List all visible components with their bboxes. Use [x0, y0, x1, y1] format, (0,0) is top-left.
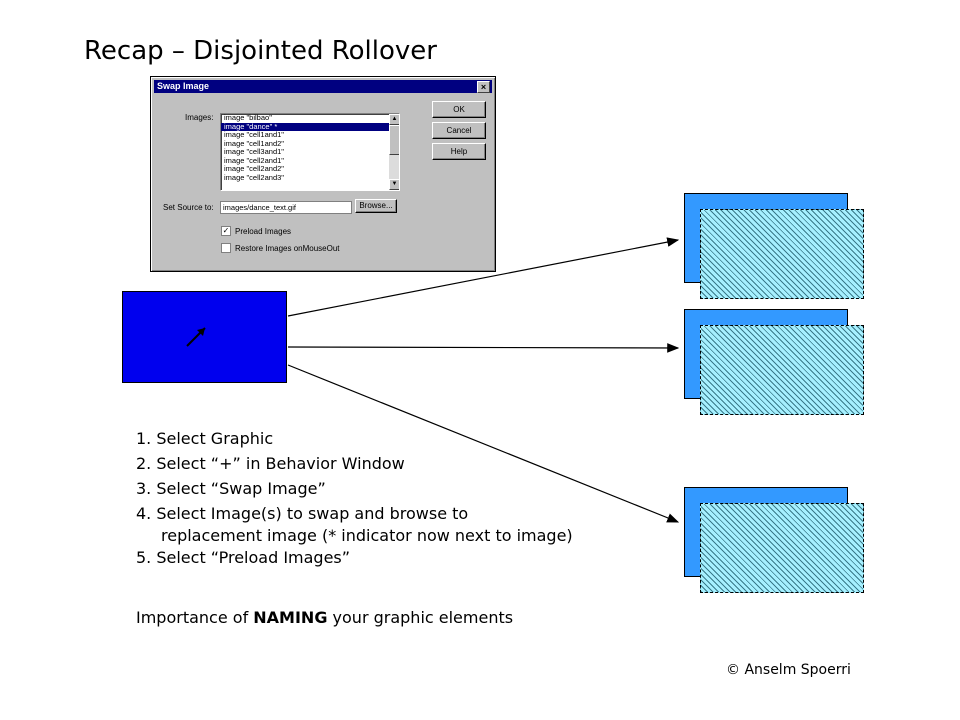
step-item: 4. Select Image(s) to swap and browse to… — [136, 501, 573, 545]
importance-note: Importance of NAMING your graphic elemen… — [136, 608, 513, 627]
slide-title: Recap – Disjointed Rollover — [84, 36, 437, 66]
step-item: 5. Select “Preload Images” — [136, 548, 351, 567]
step-item: 1. Select Graphic — [136, 429, 274, 448]
importance-emphasis: NAMING — [253, 608, 328, 627]
copyright: © Anselm Spoerri — [726, 662, 851, 678]
step-item: 2. Select “+” in Behavior Window — [136, 454, 405, 473]
swapped-image-2 — [700, 325, 864, 415]
importance-prefix: Importance of — [136, 608, 254, 627]
preload-checkbox[interactable]: ✓ — [221, 226, 231, 236]
list-item[interactable]: image "cell2and1" — [224, 155, 284, 165]
cancel-button[interactable]: Cancel — [432, 122, 486, 139]
arrow-to-target-1 — [287, 237, 680, 317]
images-label: Images: — [185, 113, 214, 122]
step-continuation: replacement image (* indicator now next … — [161, 526, 573, 545]
preload-label: Preload Images — [235, 227, 292, 236]
scroll-thumb[interactable] — [389, 125, 399, 155]
list-item[interactable]: image "cell2and3" — [224, 172, 284, 182]
list-scrollbar[interactable]: ▲ ▼ — [389, 114, 399, 190]
swapped-image-1 — [700, 209, 864, 299]
ok-button[interactable]: OK — [432, 101, 486, 118]
images-listbox[interactable]: image "bilbao" image "dance" * image "ce… — [220, 113, 400, 191]
step-text: 4. Select Image(s) to swap and browse to — [136, 504, 469, 523]
list-item[interactable]: image "cell1and1" — [224, 130, 284, 139]
help-button[interactable]: Help — [432, 143, 486, 160]
list-item[interactable]: image "cell2and2" — [224, 164, 284, 173]
arrow-to-target-2 — [287, 343, 680, 353]
swapped-image-3 — [700, 503, 864, 593]
checkmark-icon: ✓ — [222, 226, 230, 235]
step-item: 3. Select “Swap Image” — [136, 479, 326, 498]
source-input[interactable]: images/dance_text.gif — [220, 201, 352, 214]
list-item[interactable]: image "cell3and1" — [224, 147, 284, 156]
steps-list: 1. Select Graphic 2. Select “+” in Behav… — [136, 426, 573, 570]
close-icon: × — [480, 82, 487, 92]
swap-image-dialog: Swap Image × Images: image "bilbao" imag… — [150, 76, 496, 272]
dialog-title: Swap Image — [157, 81, 210, 91]
browse-button[interactable]: Browse... — [355, 199, 397, 213]
close-button[interactable]: × — [477, 81, 490, 93]
list-item-selected[interactable]: image "dance" * — [221, 122, 399, 131]
restore-checkbox[interactable] — [221, 243, 231, 253]
dialog-titlebar[interactable]: Swap Image × — [154, 80, 492, 93]
restore-label: Restore Images onMouseOut — [235, 244, 340, 253]
source-graphic[interactable] — [122, 291, 287, 383]
scroll-down-icon[interactable]: ▼ — [389, 179, 399, 190]
set-source-label: Set Source to: — [163, 203, 214, 212]
diagonal-arrow-icon — [186, 327, 206, 347]
list-item[interactable]: image "bilbao" — [224, 113, 272, 122]
importance-suffix: your graphic elements — [327, 608, 514, 627]
arrow-to-target-3 — [287, 364, 680, 523]
list-item[interactable]: image "cell1and2" — [224, 138, 284, 148]
scroll-up-icon[interactable]: ▲ — [389, 114, 399, 125]
